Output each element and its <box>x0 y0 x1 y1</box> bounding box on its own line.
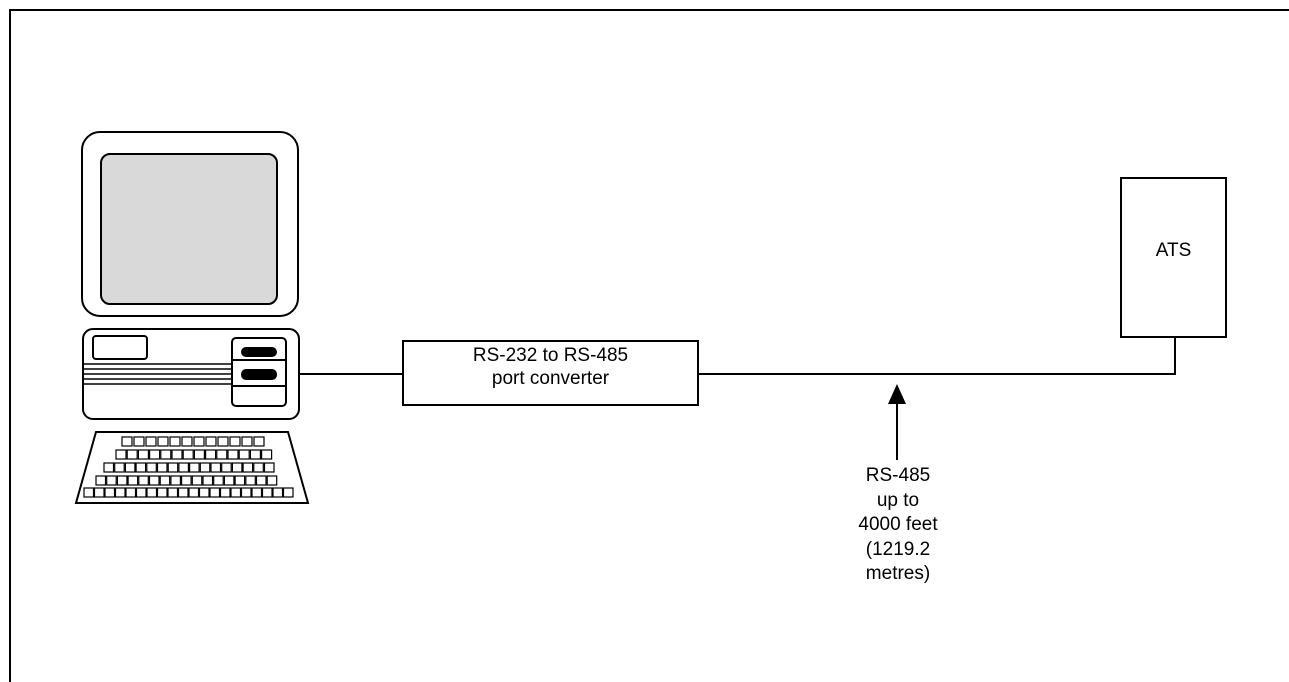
keyboard-key <box>217 436 229 447</box>
converter-box <box>402 340 699 406</box>
keyboard-key <box>242 462 254 473</box>
keyboard-key <box>188 487 200 498</box>
cable-lines <box>299 337 1176 375</box>
keyboard-key <box>167 462 179 473</box>
keyboard-key <box>146 462 157 473</box>
converter-label-line2: port converter <box>491 368 610 389</box>
keyboard-key <box>241 436 253 447</box>
converter-label: RS-232 to RS-485 port converter <box>403 344 698 390</box>
keyboard-key <box>223 475 235 486</box>
keyboard-key <box>159 475 171 486</box>
keyboard-key <box>261 449 273 460</box>
keyboard-key <box>191 475 203 486</box>
keyboard-key <box>181 475 192 486</box>
keyboard-key <box>157 436 169 447</box>
keyboard-key <box>253 436 265 447</box>
keyboard-key <box>135 462 147 473</box>
keyboard-key <box>115 449 127 460</box>
keyboard-key <box>149 449 161 460</box>
keyboard-key <box>229 436 241 447</box>
keyboard-key <box>181 436 193 447</box>
keyboard-key <box>124 462 136 473</box>
keyboard-key <box>219 487 231 498</box>
rs485-cable <box>698 337 1176 375</box>
keyboard-key <box>145 436 157 447</box>
keyboard-key <box>156 487 168 498</box>
keyboard-key <box>104 487 116 498</box>
keyboard-key <box>116 475 128 486</box>
converter-label-line1: RS-232 to RS-485 <box>472 345 629 366</box>
rs485-link-label: RS-485 up to 4000 feet (1219.2 metres) <box>828 464 968 587</box>
rs485-label-line1: RS-485 <box>865 465 931 486</box>
keyboard-key <box>170 475 181 486</box>
keyboard-key <box>202 475 214 486</box>
arrow-up-icon <box>888 384 906 460</box>
keyboard-key <box>93 487 105 498</box>
keyboard-key <box>209 487 221 498</box>
keyboard-key <box>193 436 205 447</box>
keyboard-key <box>199 462 211 473</box>
keyboard-key <box>198 487 210 498</box>
keyboard-key <box>193 449 205 460</box>
keyboard-key <box>255 475 267 486</box>
keyboard-key <box>160 449 172 460</box>
keyboard-key <box>106 475 117 486</box>
keyboard-key <box>231 462 243 473</box>
keyboard-key <box>205 449 217 460</box>
keyboard-key <box>171 449 183 460</box>
keyboard-key <box>210 462 222 473</box>
keyboard-key <box>167 487 179 498</box>
keyboard-key <box>182 449 194 460</box>
keyboard-key <box>272 487 284 498</box>
keyboard-key <box>127 475 139 486</box>
keyboard-key <box>95 475 107 486</box>
keyboard-key <box>138 475 149 486</box>
keyboard-key <box>169 436 181 447</box>
keyboard-key <box>263 462 275 473</box>
keyboard-key <box>125 487 137 498</box>
keyboard-key <box>251 487 263 498</box>
keyboard-key <box>238 449 250 460</box>
keyboard-key <box>221 462 232 473</box>
ats-label: ATS <box>1155 240 1192 261</box>
keyboard-key <box>126 449 138 460</box>
keyboard-key <box>177 487 189 498</box>
keyboard-key <box>121 436 133 447</box>
keyboard-key <box>240 487 252 498</box>
keyboard-key <box>103 462 115 473</box>
diagram-frame <box>9 9 1289 682</box>
rs485-label-line2: up to <box>876 489 920 511</box>
rs485-label-line3: 4000 feet <box>858 514 938 535</box>
keyboard-key <box>148 475 160 486</box>
keyboard-key <box>178 462 189 473</box>
keyboard-key <box>213 475 224 486</box>
keyboard-key <box>114 487 126 498</box>
ats-box <box>1120 177 1227 338</box>
keyboard-key <box>234 475 246 486</box>
keyboard-key <box>156 462 168 473</box>
keyboard-key <box>227 449 239 460</box>
keyboard-icon <box>74 431 310 504</box>
keyboard-key <box>133 436 145 447</box>
keyboard-key <box>146 487 158 498</box>
keyboard-key <box>261 487 273 498</box>
keyboard-key <box>205 436 217 447</box>
keyboard-key <box>135 487 147 498</box>
computer-icon <box>81 131 300 420</box>
keyboard-key <box>137 449 149 460</box>
keyboard-key <box>189 462 200 473</box>
keyboard-key <box>266 475 278 486</box>
rs485-label-line4: (1219.2 <box>865 538 931 560</box>
keyboard-key <box>114 462 125 473</box>
keyboard-key <box>245 475 256 486</box>
rs485-label-line5: metres) <box>865 563 931 584</box>
keyboard-key <box>216 449 228 460</box>
keyboard-key <box>282 487 294 498</box>
keyboard-key <box>83 487 95 498</box>
keyboard-key <box>249 449 261 460</box>
keyboard-key <box>230 487 242 498</box>
keyboard-key <box>253 462 264 473</box>
